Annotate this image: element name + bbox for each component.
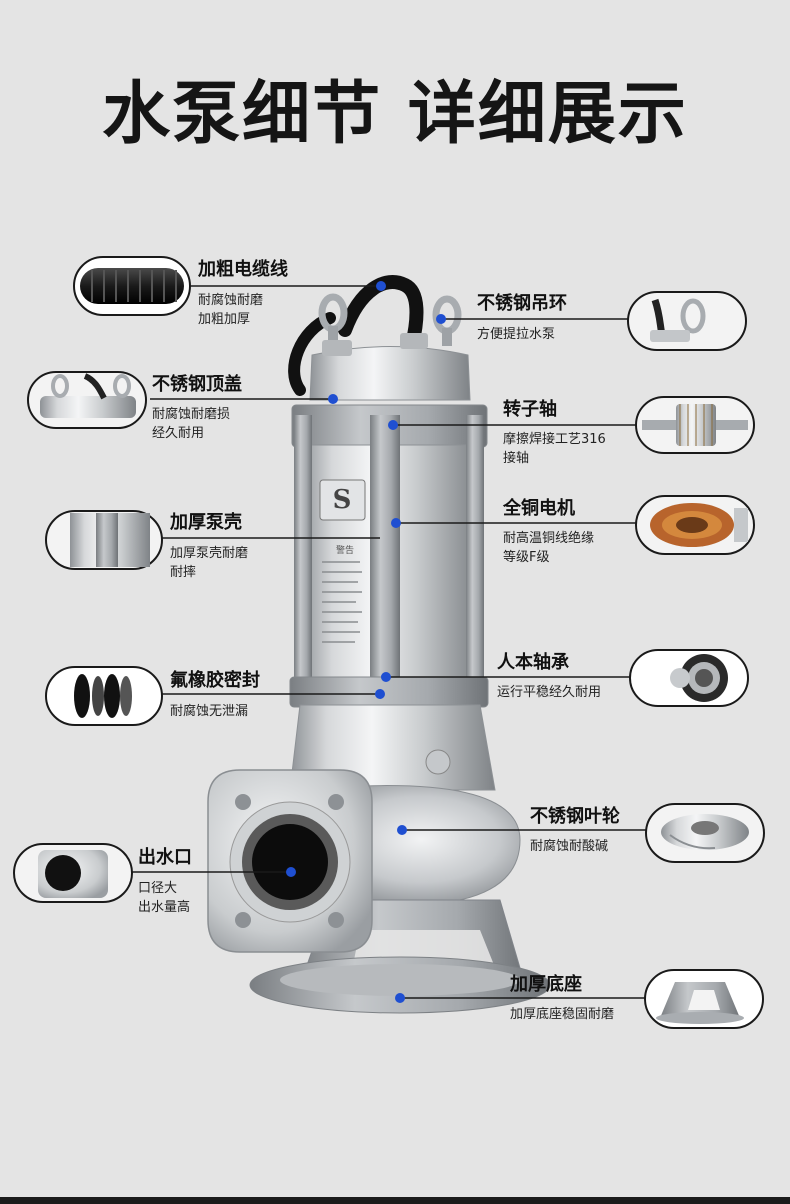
thumb-rotor-shaft [635,396,755,454]
callout-desc-line: 方便提拉水泵 [477,327,556,342]
housing-rib [370,415,400,685]
cap-bolt [400,333,428,349]
thumb-cable [73,256,191,316]
cap-bolt [322,340,352,356]
callout-dot [381,672,391,682]
callout-desc: 耐腐蚀耐磨损 经久耐用 [152,405,230,443]
callout-desc-line: 加粗加厚 [198,312,251,327]
power-cable [338,275,424,352]
callout-desc-line: 经久耐用 [152,426,205,441]
pump-body: S 警告 [207,275,551,1014]
callout-dot [376,281,386,291]
callout-label: 氟橡胶密封 [170,670,260,691]
callout-desc-line: 出水量高 [138,900,191,915]
callout-dot [375,689,385,699]
callout-dot [436,314,446,324]
callout-dot [395,993,405,1003]
bottom-bar [0,1197,790,1204]
callout-desc-line: 耐腐蚀无泄漏 [170,704,249,719]
callout-desc: 运行平稳经久耐用 [497,683,601,702]
callout-desc-line: 耐摔 [170,565,197,580]
callout-dot [397,825,407,835]
callout-dot [286,867,296,877]
leader-lines [130,285,646,999]
callout-label: 加厚泵壳 [170,512,242,533]
callout-desc-line: 耐腐蚀耐磨损 [152,407,231,422]
housing-rib [294,415,312,685]
callout-desc: 耐腐蚀耐磨 加粗加厚 [198,291,263,329]
callout-desc: 加厚底座稳固耐磨 [510,1005,614,1024]
callout-dot [391,518,401,528]
thumb-bearing [629,649,749,707]
lifting-ring-right [432,295,462,346]
thumb-impeller [645,803,765,863]
lower-flange [289,676,489,708]
callout-desc-line: 运行平稳经久耐用 [497,685,602,700]
callout-label: 出水口 [138,847,192,868]
callout-label: 转子轴 [503,399,557,420]
thumb-seal [45,666,163,726]
thumb-lifting-ring [627,291,747,351]
callout-label: 不锈钢吊环 [477,293,567,314]
callout-desc-line: 耐腐蚀耐磨 [198,293,264,308]
thumb-copper-motor [635,495,755,555]
thumb-top-cap [27,371,147,429]
callout-desc: 耐高温铜线绝缘 等级F级 [503,529,594,567]
callout-desc-line: 加厚泵壳耐磨 [170,546,249,561]
callout-label: 人本轴承 [497,652,569,673]
nameplate-warning: 警告 [336,544,354,556]
callout-desc: 耐腐蚀耐酸碱 [530,837,608,856]
thumb-base [644,969,764,1029]
callout-desc-line: 口径大 [138,881,178,896]
callout-dots [286,281,446,1003]
callout-desc-line: 等级F级 [503,550,550,565]
callout-desc-line: 摩擦焊接工艺316 [503,432,606,447]
callout-desc-line: 加厚底座稳固耐磨 [510,1007,615,1022]
callout-desc: 方便提拉水泵 [477,325,555,344]
callout-label: 不锈钢叶轮 [530,806,620,827]
callout-desc-line: 耐腐蚀耐酸碱 [530,839,609,854]
callout-desc-line: 耐高温铜线绝缘 [503,531,595,546]
callout-desc-line: 接轴 [503,451,530,466]
callout-label: 加粗电缆线 [198,259,288,280]
callout-dot [328,394,338,404]
nameplate: S 警告 [319,479,366,643]
drain-plug [425,749,451,775]
callout-label: 不锈钢顶盖 [152,374,242,395]
callout-label: 加厚底座 [510,974,582,995]
outlet-flange [207,769,373,953]
thumb-outlet [13,843,133,903]
callout-label: 全铜电机 [503,498,575,519]
callout-desc: 口径大 出水量高 [138,879,190,917]
callout-desc: 加厚泵壳耐磨 耐摔 [170,544,248,582]
housing-rib [466,415,484,685]
thumb-pump-shell [45,510,163,570]
lifting-ring-left [318,293,348,344]
page-title: 水泵细节 详细展示 [102,75,688,154]
base-ring-top [280,964,520,996]
callout-dot [388,420,398,430]
svg-text:S: S [333,485,352,515]
callout-desc: 摩擦焊接工艺316 接轴 [503,430,606,468]
callout-desc: 耐腐蚀无泄漏 [170,702,248,721]
